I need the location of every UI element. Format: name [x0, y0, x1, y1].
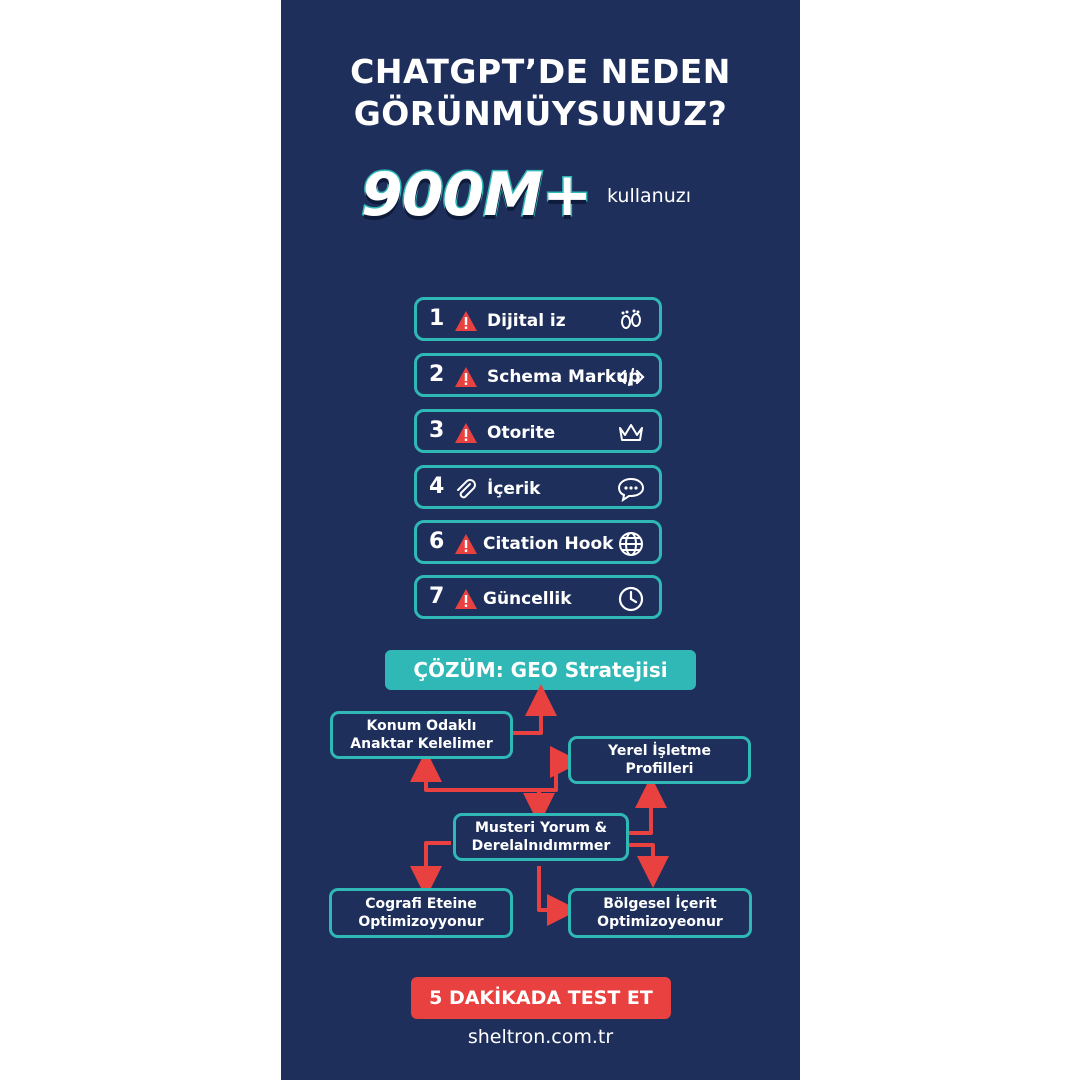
- user-count-stat: 900M+: [359, 159, 593, 232]
- warning-icon: [455, 367, 477, 387]
- chat-bubble-icon: [617, 477, 645, 503]
- checklist-item-2: 2 Schema Markup: [414, 353, 662, 397]
- paperclip-icon: [457, 479, 476, 499]
- item-label: Güncellik: [483, 589, 572, 609]
- node-line-2: Optimizoyyonur: [358, 914, 484, 930]
- test-cta-button[interactable]: 5 DAKİKADA TEST ET: [411, 977, 671, 1019]
- item-number: 7: [429, 584, 445, 609]
- item-number: 6: [429, 529, 445, 554]
- node-line-1: Bölgesel İçerit: [603, 896, 717, 912]
- warning-icon: [455, 423, 477, 443]
- checklist-item-4: 4 İçerik: [414, 465, 662, 509]
- crown-icon: [619, 424, 643, 441]
- clock-icon: [618, 586, 644, 612]
- item-number: 4: [429, 474, 445, 499]
- node-line-2: Anaktar Kelelimer: [350, 736, 493, 752]
- item-number: 1: [429, 306, 445, 331]
- node-line-2: Profilleri: [625, 761, 694, 777]
- item-number: 2: [429, 362, 445, 387]
- item-label: Citation Hook: [483, 534, 614, 554]
- title-line-1: CHATGPT’DE NEDEN: [350, 52, 731, 91]
- node-line-1: Cografi Eteine: [365, 896, 477, 912]
- node-line-1: Konum Odaklı: [366, 718, 477, 734]
- item-label: İçerik: [487, 479, 541, 499]
- globe-icon: [619, 532, 643, 556]
- item-label: Dijital iz: [487, 311, 566, 331]
- checklist-item-5: 6 Citation Hook: [414, 520, 662, 564]
- node-line-1: Yerel İşletme: [607, 743, 712, 759]
- node-line-2: Optimizoyeonur: [597, 914, 723, 930]
- warning-icon: [455, 589, 477, 609]
- node-line-1: Musteri Yorum &: [474, 820, 607, 836]
- item-number: 3: [429, 418, 445, 443]
- solution-heading: ÇÖZÜM: GEO Stratejisi: [385, 650, 696, 690]
- item-label: Otorite: [487, 423, 556, 443]
- checklist-item-6: 7 Güncellik: [414, 575, 662, 619]
- infographic-panel: CHATGPT’DE NEDEN GÖRÜNMÜYSUNUZ? 900M+ ku…: [281, 0, 800, 1080]
- item-label: Schema Markup: [487, 367, 641, 387]
- checklist-item-3: 3 Otorite: [414, 409, 662, 453]
- footprints-icon: [621, 309, 641, 329]
- user-count-label: kullanuzı: [607, 185, 691, 207]
- node-line-2: Derelalnıdımrmer: [471, 838, 611, 854]
- code-icon: [617, 367, 645, 387]
- warning-icon: [455, 534, 477, 554]
- title-line-2: GÖRÜNMÜYSUNUZ?: [353, 94, 728, 133]
- checklist-item-1: 1 Dijital iz: [414, 297, 662, 341]
- website-link[interactable]: sheltron.com.tr: [467, 1026, 614, 1048]
- node-customer-reviews: Musteri Yorum & Derelalnıdımrmer: [453, 813, 629, 861]
- warning-icon: [455, 311, 477, 331]
